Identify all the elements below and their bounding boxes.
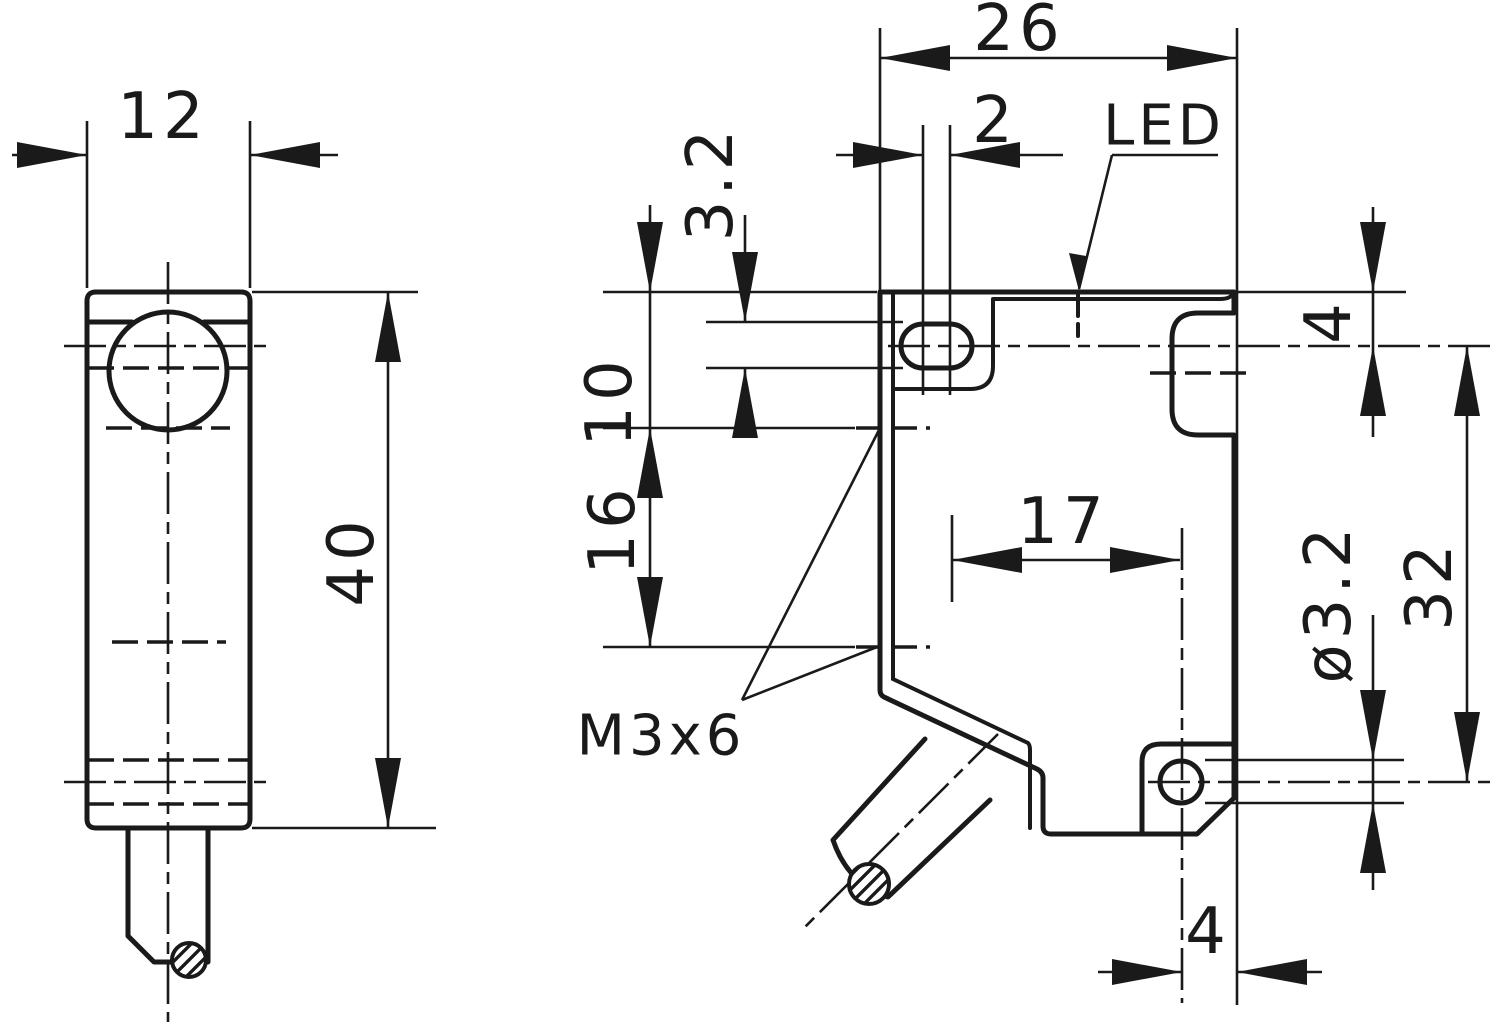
- wire-hatch-front: [173, 944, 205, 976]
- wire-cross-section-front: [170, 941, 208, 979]
- sensor-housing-side: [877, 289, 1237, 837]
- dim-label-slot-width: 3.2: [674, 125, 748, 242]
- dim-label-hole-spacing: 16: [576, 483, 650, 574]
- housing-seam-lines: [891, 290, 1235, 830]
- dim-label-front-width: 12: [117, 80, 208, 154]
- front-extension-lines: [85, 121, 436, 830]
- side-center-lines: [799, 344, 1497, 1003]
- dim-label-front-height: 40: [315, 515, 389, 606]
- wire-hatch-side: [850, 865, 888, 903]
- dim-label-hole1-from-top: 10: [573, 355, 647, 446]
- lens-circle: [106, 309, 230, 433]
- wire-cross-section-side: [847, 862, 891, 906]
- mounting-hole: [1157, 758, 1205, 806]
- led-label: LED: [1103, 94, 1225, 159]
- thread-label: M3x6: [577, 704, 746, 769]
- dim-label-top-clearance: 4: [1292, 298, 1366, 344]
- dim-label-slot-offset: 2: [972, 84, 1018, 158]
- cable-front: [125, 825, 211, 965]
- dim-label-bottom-clearance: 4: [1185, 895, 1231, 969]
- front-hidden-lines: [88, 366, 249, 806]
- thread-leader-lines: [740, 427, 882, 702]
- sensor-body-front: [84, 289, 253, 831]
- mounting-slot: [898, 321, 975, 371]
- mounting-lug: [1139, 741, 1237, 836]
- dim-label-hole-diameter: ø3.2: [1292, 523, 1366, 684]
- dim-label-depth: 26: [973, 0, 1064, 66]
- front-view: 12 40: [12, 80, 436, 1022]
- dim-label-hole-offset-horizontal: 17: [1017, 485, 1108, 559]
- dim-label-hole-span-vertical: 32: [1393, 539, 1467, 630]
- led-leader-line: [1077, 153, 1218, 290]
- side-view: 26 2 LED 3.2 10 16 17 M3x6 4 32 ø3.2 4: [573, 0, 1497, 1005]
